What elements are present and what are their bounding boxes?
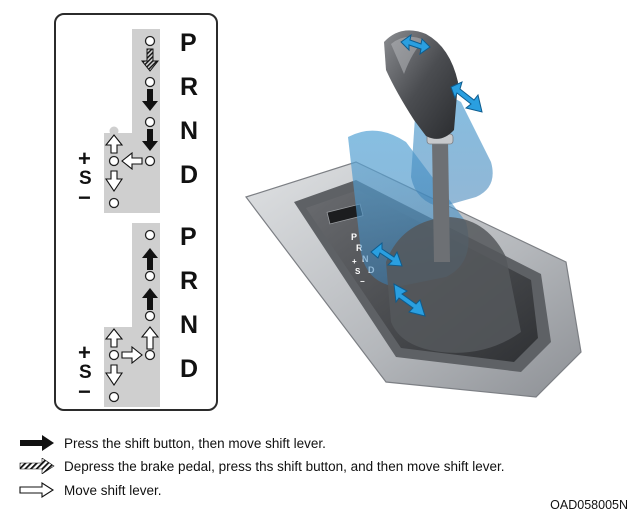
gear-label-minus: −: [78, 185, 91, 210]
shift-pattern-panel: P R N D + S −: [54, 13, 218, 411]
console-letter-r: R: [356, 243, 363, 253]
gear-label-d: D: [180, 161, 199, 189]
gate-diagram-bottom: [104, 223, 160, 407]
outline-arrow-icon: [140, 326, 160, 350]
lever-rock-arrow-icon: [450, 81, 483, 113]
figure-code: OAD058005N: [550, 498, 628, 512]
solid-arrow-icon: [142, 89, 158, 111]
lever-shaft: [432, 140, 450, 262]
outline-arrow-icon: [19, 482, 55, 498]
lever-forward-arrow-icon: [370, 241, 403, 267]
gear-shifter-illustration: P R N D + S −: [245, 30, 582, 398]
legend-item-hatched: Depress the brake pedal, press ths shift…: [18, 457, 505, 475]
shift-gate-top: P R N D + S −: [56, 21, 220, 221]
legend-item-solid: Press the shift button, then move shift …: [18, 434, 326, 452]
outline-arrow-down-icon: [104, 364, 124, 386]
gate-dots: [108, 229, 156, 403]
gear-label-n: N: [180, 311, 199, 339]
solid-arrow-icon: [142, 129, 158, 151]
console-letter-s: S: [355, 267, 361, 276]
gear-label-minus: −: [78, 379, 91, 404]
outline-arrow-right-icon: [121, 345, 143, 365]
gear-label-plus: +: [78, 340, 91, 365]
outline-arrow-down-icon: [104, 170, 124, 192]
legend-item-outline: Move shift lever.: [18, 481, 162, 499]
lever-backward-arrow-icon: [393, 283, 426, 317]
legend-text-hatched: Depress the brake pedal, press ths shift…: [64, 458, 505, 474]
gear-label-s: S: [79, 362, 92, 383]
console-letter-p: P: [351, 232, 357, 242]
gear-label-plus: +: [78, 146, 91, 171]
gate-diagram-top: [104, 29, 160, 213]
solid-arrow-icon: [142, 288, 158, 310]
solid-arrow-icon: [142, 248, 158, 270]
console-letter-plus: +: [352, 257, 357, 266]
gate-slot: [104, 29, 160, 213]
lever-boot: [386, 217, 521, 353]
outline-arrow-icon: [121, 151, 143, 171]
hatched-arrow-icon: [140, 48, 160, 72]
gear-label-p: P: [180, 29, 197, 57]
hatched-arrow-icon: [19, 458, 55, 474]
shift-gate-bottom: P R N D + S −: [56, 215, 220, 415]
gear-label-n: N: [180, 117, 199, 145]
gate-dots: [108, 35, 156, 209]
outline-arrow-up-icon: [104, 328, 124, 348]
movement-arrows: [370, 33, 483, 317]
gear-label-p: P: [180, 223, 197, 251]
gear-label-r: R: [180, 267, 199, 295]
legend-text-solid: Press the shift button, then move shift …: [64, 435, 326, 451]
shift-button-arrow-icon: [400, 33, 431, 56]
legend-text-outline: Move shift lever.: [64, 482, 162, 498]
solid-arrow-icon: [20, 435, 54, 451]
gate-slot: [104, 223, 160, 407]
gear-label-s: S: [79, 168, 92, 189]
gear-label-d: D: [180, 355, 199, 383]
gear-label-r: R: [180, 73, 199, 101]
outline-arrow-up-icon: [104, 134, 124, 154]
console-letter-minus: −: [360, 277, 365, 286]
